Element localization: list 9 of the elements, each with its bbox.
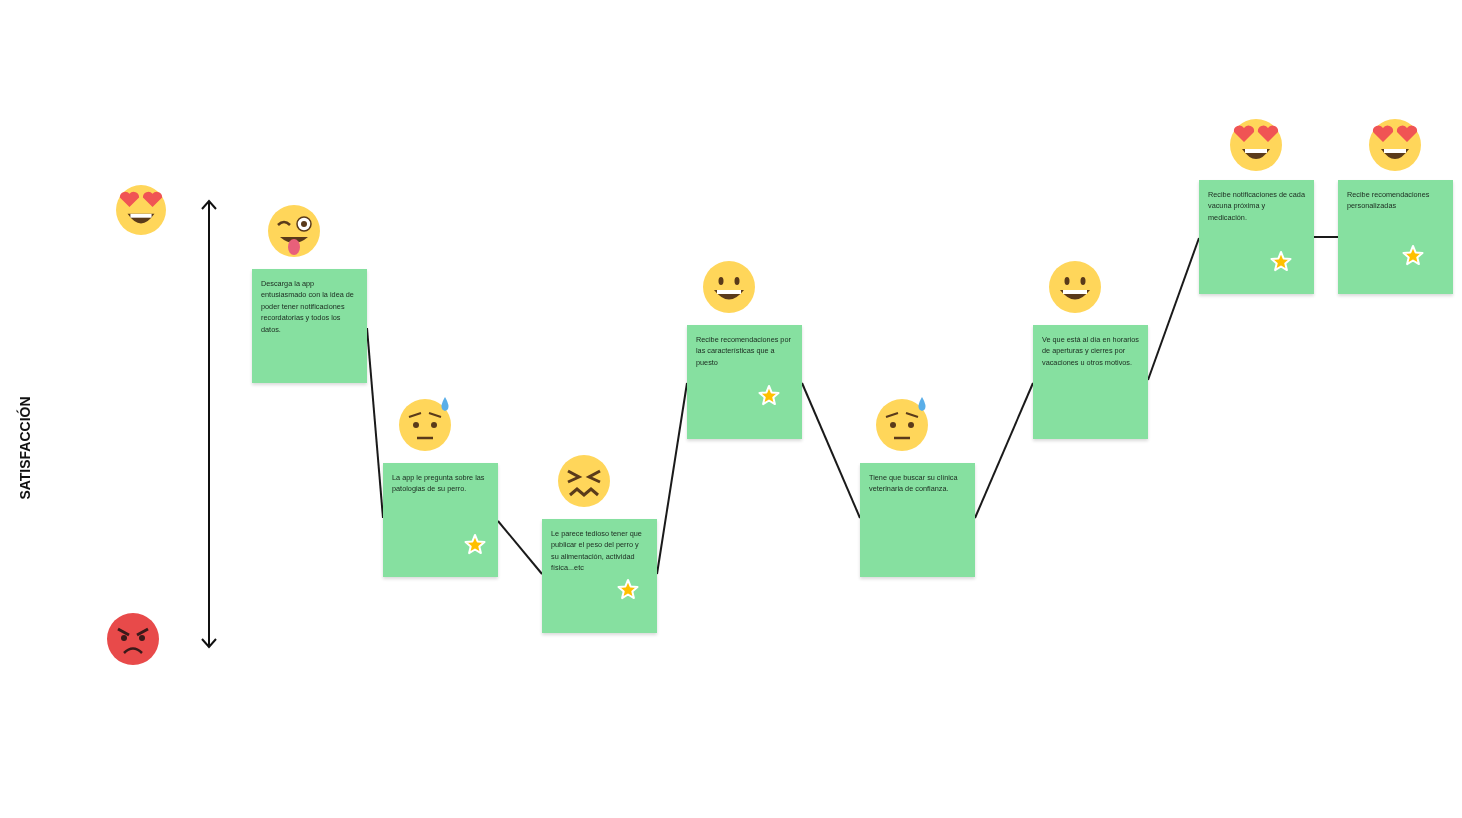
sticky-note	[383, 463, 498, 577]
sticky-note	[1199, 180, 1314, 294]
sticky-note	[860, 463, 975, 577]
sticky-note	[252, 269, 367, 383]
sticky-note	[1338, 180, 1453, 294]
sticky-note	[1033, 325, 1148, 439]
sticky-note	[542, 519, 657, 633]
sticky-note	[687, 325, 802, 439]
axis-title: SATISFACCIÓN	[17, 395, 33, 502]
